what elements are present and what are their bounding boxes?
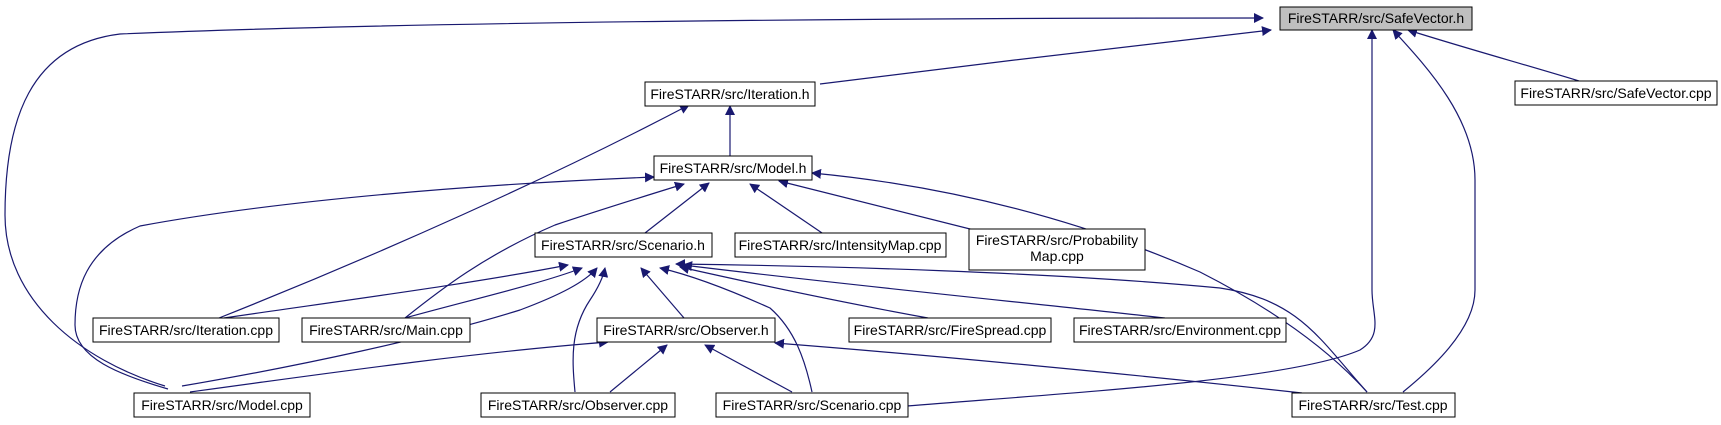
edge-intensitymap-cpp-to-model-h — [749, 183, 826, 236]
node-label: FireSTARR/src/FireSpread.cpp — [854, 322, 1047, 338]
node-label: FireSTARR/src/Test.cpp — [1298, 397, 1447, 413]
edge-observer-cpp-to-observer-h — [609, 344, 668, 393]
edge-environment-cpp-to-scenario-h — [682, 261, 1166, 319]
node-model-h[interactable]: FireSTARR/src/Model.h — [653, 155, 813, 181]
edge-model-cpp-to-model-h — [74, 172, 655, 390]
edge-main-cpp-to-model-h — [404, 181, 685, 319]
node-label: FireSTARR/src/Main.cpp — [309, 322, 463, 338]
node-test-cpp[interactable]: FireSTARR/src/Test.cpp — [1291, 392, 1456, 418]
node-safevector-cpp[interactable]: FireSTARR/src/SafeVector.cpp — [1514, 80, 1718, 106]
edge-safevector-cpp-to-safevector-h — [1407, 27, 1580, 82]
edge-test-cpp-to-safevector-h — [1392, 29, 1476, 393]
node-observer-h[interactable]: FireSTARR/src/Observer.h — [596, 317, 776, 343]
node-label: FireSTARR/src/Model.cpp — [141, 397, 303, 413]
node-model-cpp[interactable]: FireSTARR/src/Model.cpp — [133, 392, 311, 418]
node-label-line-2: Map.cpp — [1030, 248, 1084, 264]
edge-observer-cpp-to-scenario-h — [572, 267, 609, 393]
node-label: FireSTARR/src/IntensityMap.cpp — [739, 237, 942, 253]
node-label: FireSTARR/src/Model.h — [660, 160, 807, 176]
node-scenario-h[interactable]: FireSTARR/src/Scenario.h — [534, 232, 713, 258]
node-label: FireSTARR/src/Iteration.cpp — [99, 322, 273, 338]
node-label: FireSTARR/src/SafeVector.cpp — [1520, 85, 1711, 101]
edge-iteration-h-to-safevector-h — [819, 26, 1272, 85]
edge-iteration-cpp-to-scenario-h — [223, 261, 569, 319]
node-iteration-cpp[interactable]: FireSTARR/src/Iteration.cpp — [92, 317, 280, 343]
edge-model-cpp-to-safevector-h — [4, 13, 1264, 387]
edge-probabilitymap-cpp-to-model-h — [778, 178, 983, 233]
node-label: FireSTARR/src/Observer.h — [603, 322, 768, 338]
node-environment-cpp[interactable]: FireSTARR/src/Environment.cpp — [1073, 317, 1287, 343]
node-layer: FireSTARR/src/SafeVector.h FireSTARR/src… — [92, 6, 1718, 418]
edge-scenario-cpp-to-observer-h — [704, 344, 793, 393]
node-label: FireSTARR/src/SafeVector.h — [1288, 10, 1464, 26]
edge-observer-h-to-scenario-h — [640, 267, 685, 319]
node-firespread-cpp[interactable]: FireSTARR/src/FireSpread.cpp — [848, 317, 1052, 343]
edge-scenario-h-to-model-h — [644, 182, 710, 234]
edge-scenario-cpp-to-scenario-h — [659, 265, 813, 393]
node-probabilitymap-cpp[interactable]: FireSTARR/src/Probability Map.cpp — [968, 228, 1146, 271]
node-intensitymap-cpp[interactable]: FireSTARR/src/IntensityMap.cpp — [734, 232, 947, 258]
node-safevector-h[interactable]: FireSTARR/src/SafeVector.h — [1279, 6, 1473, 31]
node-label: FireSTARR/src/Iteration.h — [650, 86, 809, 102]
edge-test-cpp-to-scenario-h — [675, 259, 1368, 393]
node-label: FireSTARR/src/Environment.cpp — [1079, 322, 1281, 338]
edge-layer — [4, 13, 1580, 407]
edge-main-cpp-to-scenario-h — [404, 266, 583, 319]
node-label: FireSTARR/src/Scenario.cpp — [723, 397, 902, 413]
node-scenario-cpp[interactable]: FireSTARR/src/Scenario.cpp — [715, 392, 909, 418]
edge-iteration-cpp-to-iteration-h — [218, 104, 690, 319]
node-label: FireSTARR/src/Probability — [976, 232, 1138, 248]
edge-scenario-cpp-to-safevector-h — [906, 29, 1377, 407]
node-iteration-h[interactable]: FireSTARR/src/Iteration.h — [644, 81, 816, 107]
edge-firespread-cpp-to-scenario-h — [679, 264, 929, 319]
node-label: FireSTARR/src/Observer.cpp — [488, 397, 668, 413]
node-label: FireSTARR/src/Scenario.h — [541, 237, 705, 253]
edge-model-cpp-to-observer-h — [189, 337, 609, 393]
node-observer-cpp[interactable]: FireSTARR/src/Observer.cpp — [480, 392, 676, 418]
edge-test-cpp-to-observer-h — [774, 338, 1303, 394]
node-main-cpp[interactable]: FireSTARR/src/Main.cpp — [301, 317, 471, 343]
edge-test-cpp-to-model-h — [811, 168, 1368, 393]
